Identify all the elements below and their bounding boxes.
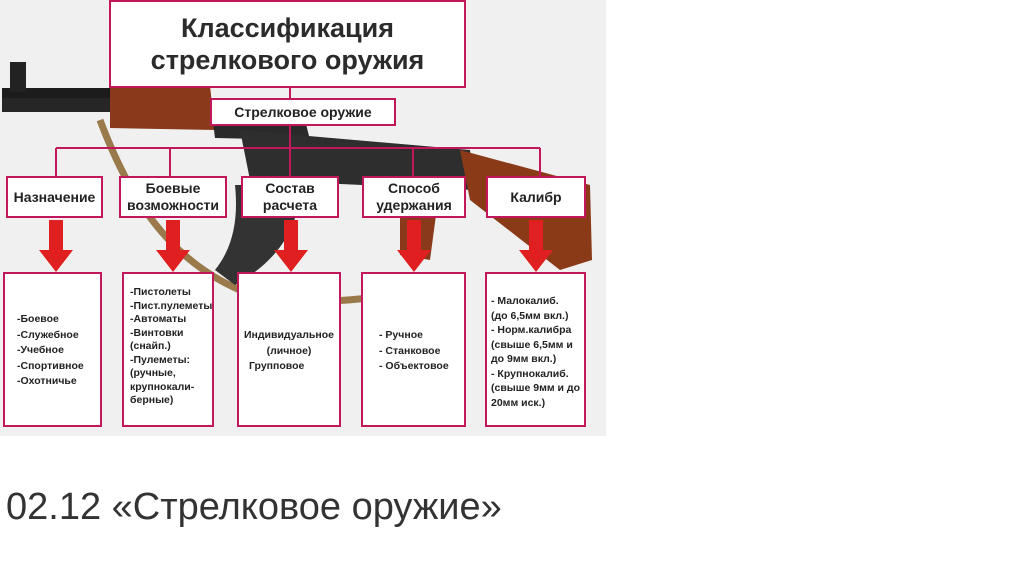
- list-item: крупнокали-: [130, 380, 195, 393]
- title-line-2: стрелкового оружия: [150, 45, 425, 75]
- category-crew: Состав расчета: [241, 176, 339, 218]
- list-item: -Пулеметы:: [130, 353, 191, 366]
- category-label: Калибр: [510, 188, 562, 205]
- category-caliber: Калибр: [486, 176, 586, 218]
- title-line-1: Классификация: [181, 13, 394, 43]
- list-item: (снайп.): [130, 340, 171, 352]
- list-item: берные): [130, 394, 174, 406]
- down-arrow-icon: [519, 220, 553, 272]
- list-caliber: - Малокалиб. (до 6,5мм вкл.) - Норм.кали…: [485, 272, 586, 427]
- list-item: (ручные,: [130, 367, 176, 379]
- list-item: Индивидуальное: [244, 329, 334, 341]
- category-label: Боевые возможности: [127, 180, 219, 213]
- category-holding-method: Способ удержания: [362, 176, 466, 218]
- list-item: -Служебное: [17, 328, 79, 341]
- list-item: -Боевое: [17, 313, 59, 325]
- list-item: -Винтовки: [130, 326, 184, 339]
- list-item: до 9мм вкл.): [491, 353, 557, 365]
- list-item: -Учебное: [17, 344, 64, 356]
- category-label: Состав расчета: [262, 180, 318, 213]
- list-item: -Пист.пулеметы: [130, 299, 213, 312]
- list-item: - Норм.калибра: [491, 324, 572, 336]
- list-item: 20мм иск.): [491, 396, 546, 409]
- list-item: (свыше 6,5мм и: [491, 338, 573, 351]
- category-purpose: Назначение: [6, 176, 103, 218]
- category-combat-capability: Боевые возможности: [119, 176, 227, 218]
- list-item: (личное): [266, 344, 312, 357]
- down-arrow-icon: [156, 220, 190, 272]
- list-item: -Автоматы: [130, 313, 187, 325]
- list-item: -Пистолеты: [130, 286, 191, 298]
- category-label: Назначение: [13, 188, 96, 205]
- root-node: Стрелковое оружие: [210, 98, 396, 126]
- list-item: - Малокалиб.: [491, 295, 559, 307]
- classification-image: Классификация стрелкового оружия Стрелко…: [0, 0, 606, 436]
- list-item: - Крупнокалиб.: [491, 367, 569, 380]
- down-arrow-icon: [274, 220, 308, 272]
- list-item: -Спортивное: [17, 359, 84, 372]
- list-item: -Охотничье: [17, 375, 77, 387]
- list-combat-capability: -Пистолеты -Пист.пулеметы -Автоматы -Вин…: [122, 272, 214, 427]
- list-item: - Станковое: [379, 344, 441, 357]
- category-label: Способ удержания: [376, 180, 452, 213]
- list-item: - Ручное: [379, 329, 423, 341]
- list-item: Групповое: [249, 360, 305, 372]
- down-arrow-icon: [39, 220, 73, 272]
- list-item: (свыше 9мм и до: [491, 382, 581, 394]
- list-purpose: -Боевое -Служебное -Учебное -Спортивное …: [3, 272, 102, 427]
- list-crew: Индивидуальное (личное) Групповое: [237, 272, 341, 427]
- diagram-title: Классификация стрелкового оружия: [109, 0, 466, 88]
- list-item: (до 6,5мм вкл.): [491, 309, 569, 322]
- down-arrow-icon: [397, 220, 431, 272]
- list-holding-method: - Ручное - Станковое - Объектовое: [361, 272, 466, 427]
- slide-caption: 02.12 «Стрелковое оружие»: [6, 486, 502, 528]
- list-item: - Объектовое: [379, 360, 449, 372]
